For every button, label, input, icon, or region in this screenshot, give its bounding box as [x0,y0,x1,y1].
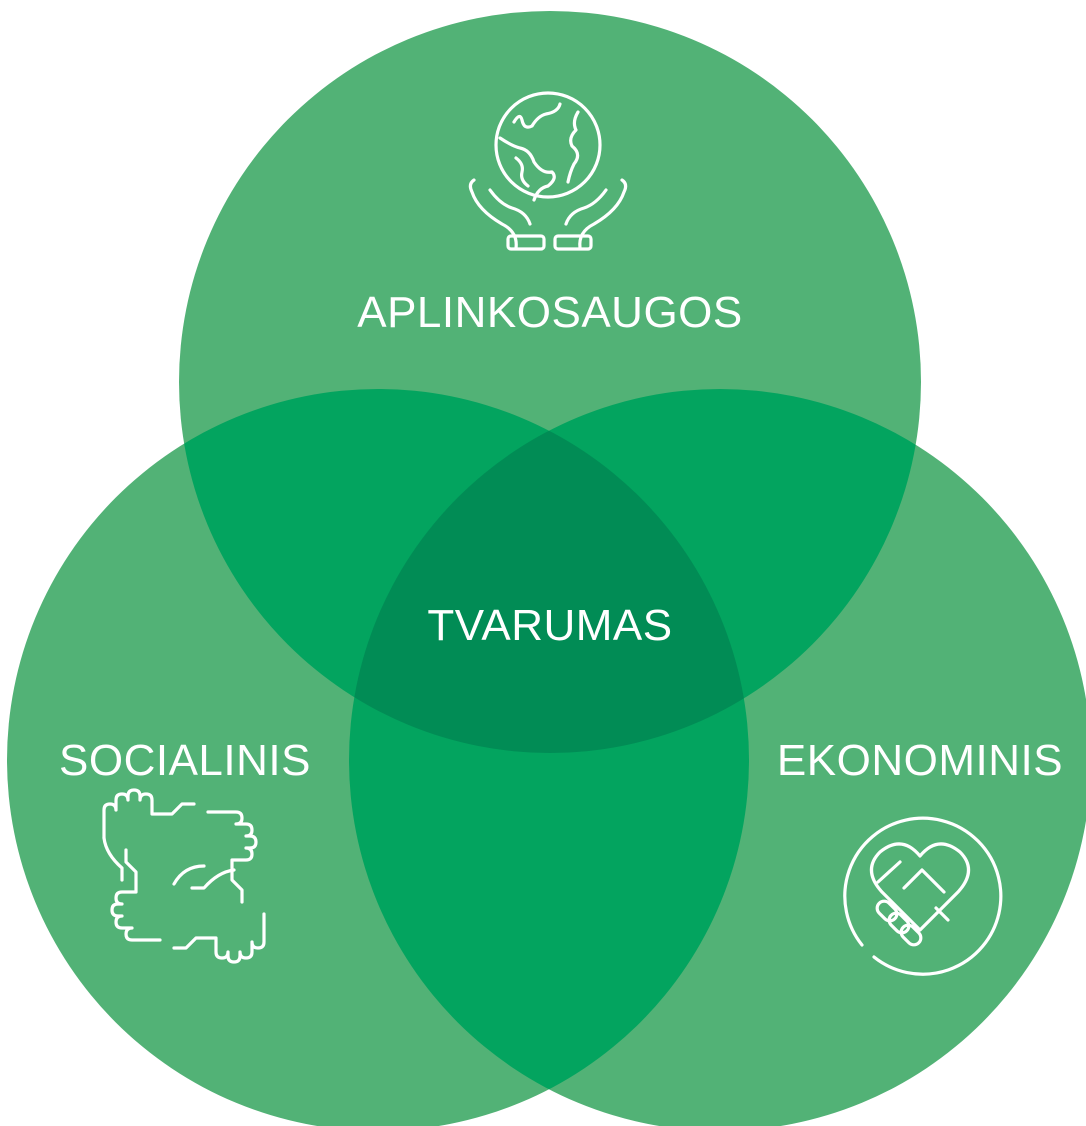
handshake-heart-icon [843,816,1003,976]
overlap-center [349,389,749,753]
label-aplinkosaugos: APLINKOSAUGOS [357,288,743,337]
joined-hands-icon [102,788,266,964]
label-tvarumas: TVARUMAS [427,601,672,650]
label-ekonominis: EKONOMINIS [777,736,1063,785]
globe-in-hands-icon [468,91,628,251]
label-socialinis: SOCIALINIS [59,736,311,785]
